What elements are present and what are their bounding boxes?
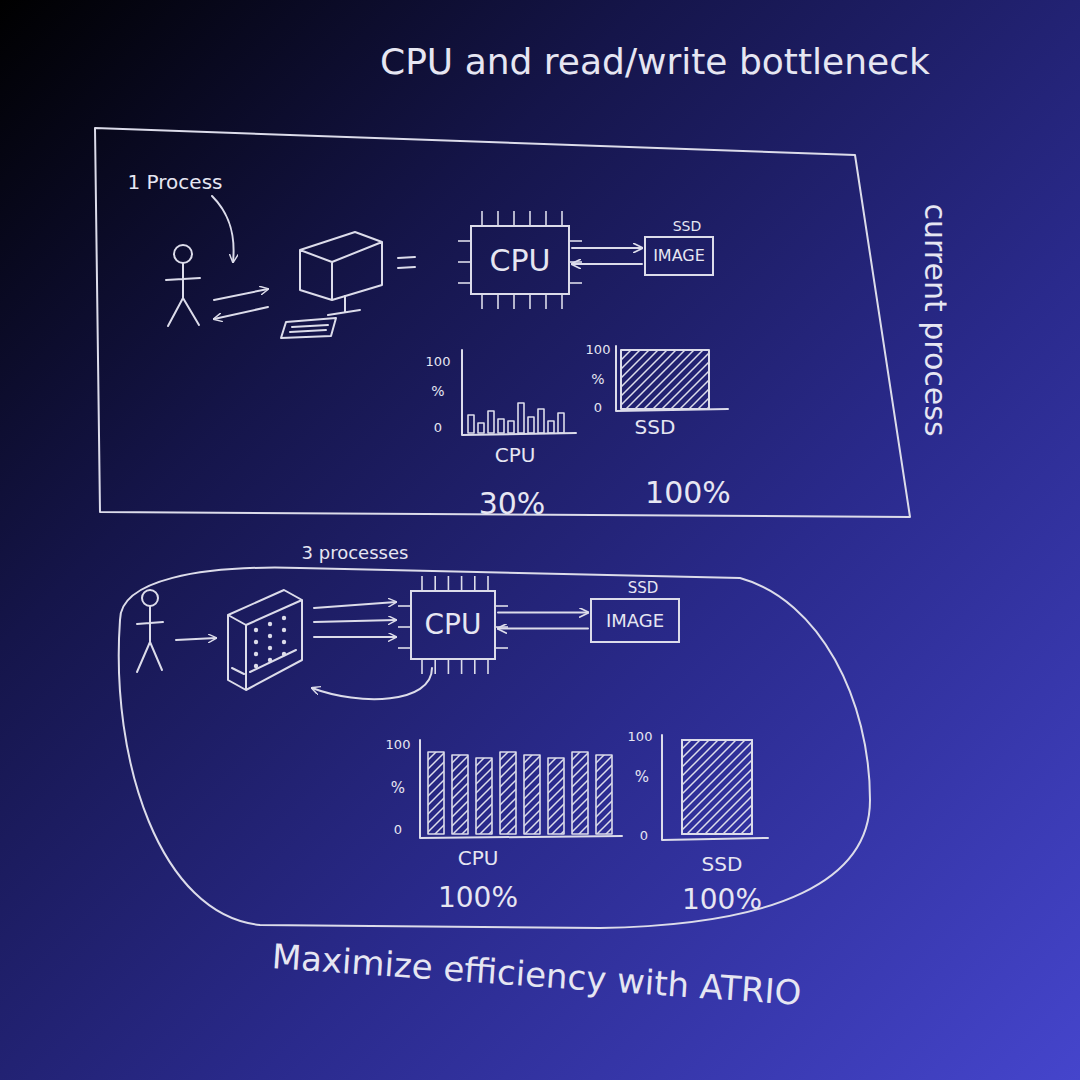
chart-label: 100 (386, 738, 411, 752)
box-label: CPU (490, 244, 551, 277)
chart-label: SSD (702, 853, 743, 875)
input-arrow (176, 638, 216, 640)
region-outline-shape (100, 540, 880, 940)
chart-label: 100% (438, 883, 518, 914)
chart-label: 100 (628, 730, 653, 744)
process-arrow (314, 620, 396, 622)
chart-label: 100 (586, 343, 611, 357)
flow-arrow (498, 612, 588, 614)
process-box: SSDIMAGE (590, 598, 680, 643)
ssd-chart (616, 346, 728, 411)
chart-label: SSD (635, 416, 676, 438)
user-figure (166, 245, 200, 326)
chart-label: 100% (645, 476, 731, 509)
chart-label: 100% (682, 885, 762, 916)
exchange-arrow (214, 289, 268, 300)
chart-label: 0 (640, 829, 648, 843)
chart-label: 0 (594, 401, 602, 415)
chart-label: 100 (426, 355, 451, 369)
box-heading: SSD (673, 219, 702, 234)
pointer-arrow (212, 196, 234, 262)
caption: Maximize efficiency with ATRIO (271, 938, 803, 1012)
title: CPU and read/write bottleneck (380, 42, 930, 82)
flow-arrow (572, 263, 642, 265)
process-count: 1 Process (128, 171, 223, 193)
process-box: CPU (410, 590, 496, 660)
chart-label: % (591, 372, 604, 387)
chart-label: 30% (479, 487, 546, 520)
equals-sign (398, 257, 415, 268)
box-label: IMAGE (606, 611, 664, 631)
flow-arrow (572, 247, 642, 249)
chart-label: % (431, 384, 444, 399)
multi-process-device (228, 590, 302, 690)
chart-label: 0 (394, 823, 402, 837)
flow-arrow (498, 628, 588, 630)
region-heading: 3 processes (302, 543, 409, 563)
chart-label: % (635, 769, 649, 786)
process-box: CPU (470, 225, 570, 295)
chart-label: % (391, 780, 405, 797)
region-heading: current process (919, 203, 952, 436)
chart-label: CPU (458, 847, 499, 869)
user-figure (137, 590, 163, 672)
process-arrow (314, 602, 396, 608)
ssd-chart (662, 735, 768, 840)
region-border (95, 128, 910, 517)
region-outline: CPUSSDIMAGE3 processes (100, 540, 880, 940)
process-arrow (314, 636, 396, 638)
computer-icon (281, 232, 382, 338)
cpu-chart (462, 350, 576, 435)
box-heading: SSD (628, 580, 659, 597)
chart-label: CPU (495, 444, 536, 466)
box-label: IMAGE (653, 247, 705, 265)
exchange-arrow (214, 307, 268, 319)
process-box: SSDIMAGE (644, 236, 714, 276)
box-label: CPU (425, 610, 482, 641)
chart-label: 0 (434, 421, 442, 435)
cpu-chart (420, 740, 622, 838)
region-border (119, 568, 870, 928)
return-arrow (312, 668, 432, 699)
